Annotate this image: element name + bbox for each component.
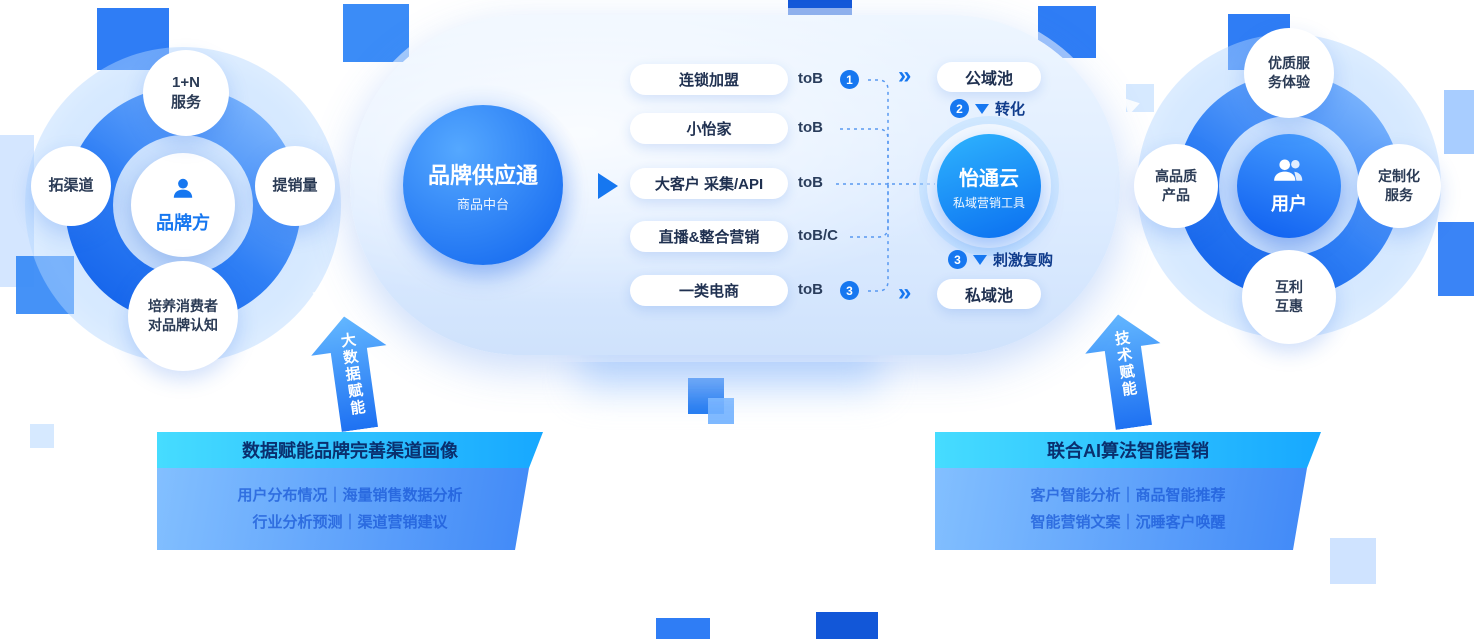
channel-key-account-api: 大客户 采集/API [630, 168, 788, 199]
satellite-1n-service: 1+N 服务 [143, 50, 229, 136]
card-body: 客户智能分析｜商品智能推荐 智能营销文案｜沉睡客户唤醒 [935, 468, 1321, 550]
channel-tag: toB [798, 70, 823, 87]
triangle-down-icon [975, 103, 989, 114]
tech-empower-arrow: 技术赋能 [1080, 309, 1171, 432]
deco-square [343, 4, 409, 62]
satellite-label: 培养消费者 对品牌认知 [148, 298, 218, 333]
user-center-label: 用户 [1271, 194, 1307, 214]
card-line: 客户智能分析｜商品智能推荐 [1030, 487, 1226, 504]
deco-square [708, 398, 734, 424]
step-badge-3: 3 [948, 250, 967, 269]
channel-tag: toB [798, 281, 823, 298]
conversion-step: 2 转化 [950, 98, 1025, 119]
bigdata-card: 数据赋能品牌完善渠道画像 用户分布情况｜海量销售数据分析 行业分析预测｜渠道营销… [157, 432, 543, 550]
satellite-label: 高品质 产品 [1155, 168, 1197, 203]
triangle-down-icon [973, 254, 987, 265]
deco-square [1438, 222, 1474, 296]
arrow-label: 技术赋能 [1111, 329, 1139, 399]
channel-tag: toB [798, 174, 823, 191]
satellite-label: 拓渠道 [48, 176, 94, 194]
users-icon [1272, 156, 1306, 187]
deco-square [1126, 84, 1154, 112]
chevron-right-icon: » [898, 279, 911, 306]
satellite-label: 定制化 服务 [1378, 168, 1420, 203]
channel-label: 直播&整合营销 [658, 229, 760, 246]
card-line: 行业分析预测｜渠道营销建议 [252, 514, 448, 531]
private-pool-label: 私域池 [964, 288, 1013, 305]
card-body: 用户分布情况｜海量销售数据分析 行业分析预测｜渠道营销建议 [157, 468, 543, 550]
card-title-text: 联合AI算法智能营销 [1047, 441, 1209, 461]
satellite-premium-product: 高品质 产品 [1134, 144, 1218, 228]
satellite-label: 互利 互惠 [1275, 279, 1303, 314]
conversion-label: 转化 [995, 101, 1026, 118]
step-badge-3: 3 [840, 281, 859, 300]
card-line: 用户分布情况｜海量销售数据分析 [237, 487, 463, 504]
supply-circle: 品牌供应通 商品中台 [403, 105, 563, 265]
channel-label: 连锁加盟 [678, 72, 739, 89]
chevron-right-icon: » [898, 62, 911, 89]
brand-user-icon [170, 175, 196, 206]
deco-square [30, 424, 54, 448]
satellite-label: 1+N 服务 [170, 73, 201, 111]
bigdata-empower-arrow: 大数据赋能 [306, 311, 397, 434]
supply-title: 品牌供应通 [427, 162, 538, 188]
card-title-text: 数据赋能品牌完善渠道画像 [242, 441, 458, 461]
deco-square [816, 612, 878, 639]
deco-square [656, 618, 710, 639]
deco-square [1444, 90, 1474, 154]
arrow-label: 大数据赋能 [337, 331, 367, 418]
channel-label: 一类电商 [678, 283, 739, 300]
satellite-customized-service: 定制化 服务 [1357, 144, 1441, 228]
dashed-connectors [836, 79, 935, 292]
channel-live-marketing: 直播&整合营销 [630, 221, 788, 252]
brand-center-label: 品牌方 [156, 213, 210, 233]
card-title: 联合AI算法智能营销 [935, 432, 1321, 468]
satellite-mutual-benefit: 互利 互惠 [1242, 250, 1336, 344]
step-badge-1: 1 [840, 70, 859, 89]
channel-label: 大客户 采集/API [654, 176, 764, 193]
satellite-quality-service: 优质服 务体验 [1244, 28, 1334, 118]
repurchase-label: 刺激复购 [993, 252, 1054, 269]
public-pool-pill: 公域池 [937, 62, 1041, 92]
card-title: 数据赋能品牌完善渠道画像 [157, 432, 543, 468]
satellite-label: 提销量 [272, 176, 318, 194]
satellite-label: 优质服 务体验 [1268, 55, 1310, 90]
ai-card: 联合AI算法智能营销 客户智能分析｜商品智能推荐 智能营销文案｜沉睡客户唤醒 [935, 432, 1321, 550]
channel-label: 小怡家 [686, 121, 732, 138]
channel-tag: toB/C [798, 227, 838, 244]
satellite-expand-channels: 拓渠道 [31, 146, 111, 226]
channel-tag: toB [798, 119, 823, 136]
satellite-brand-awareness: 培养消费者 对品牌认知 [128, 261, 238, 371]
cloud-subtitle: 私域营销工具 [952, 195, 1025, 210]
channel-chain-franchise: 连锁加盟 [630, 64, 788, 95]
card-line: 智能营销文案｜沉睡客户唤醒 [1030, 514, 1226, 531]
brand-center-circle: 品牌方 [131, 153, 235, 257]
channel-xiaoyijia: 小怡家 [630, 113, 788, 144]
deco-square [1330, 538, 1376, 584]
public-pool-label: 公域池 [964, 71, 1013, 88]
cloud-circle: 怡通云 私域营销工具 [937, 134, 1041, 238]
repurchase-step: 3 刺激复购 [948, 249, 1053, 270]
flow-arrow-icon [598, 173, 618, 199]
channel-first-class-ecommerce: 一类电商 [630, 275, 788, 306]
user-center-circle: 用户 [1237, 134, 1341, 238]
satellite-boost-sales: 提销量 [255, 146, 335, 226]
platform-panel: 品牌供应通 商品中台 连锁加盟 小怡家 大客户 采集/API 直播&整合营销 一… [350, 15, 1120, 355]
step-badge-2: 2 [950, 99, 969, 118]
cloud-title: 怡通云 [959, 167, 1019, 190]
private-pool-pill: 私域池 [937, 279, 1041, 309]
supply-subtitle: 商品中台 [456, 196, 509, 212]
